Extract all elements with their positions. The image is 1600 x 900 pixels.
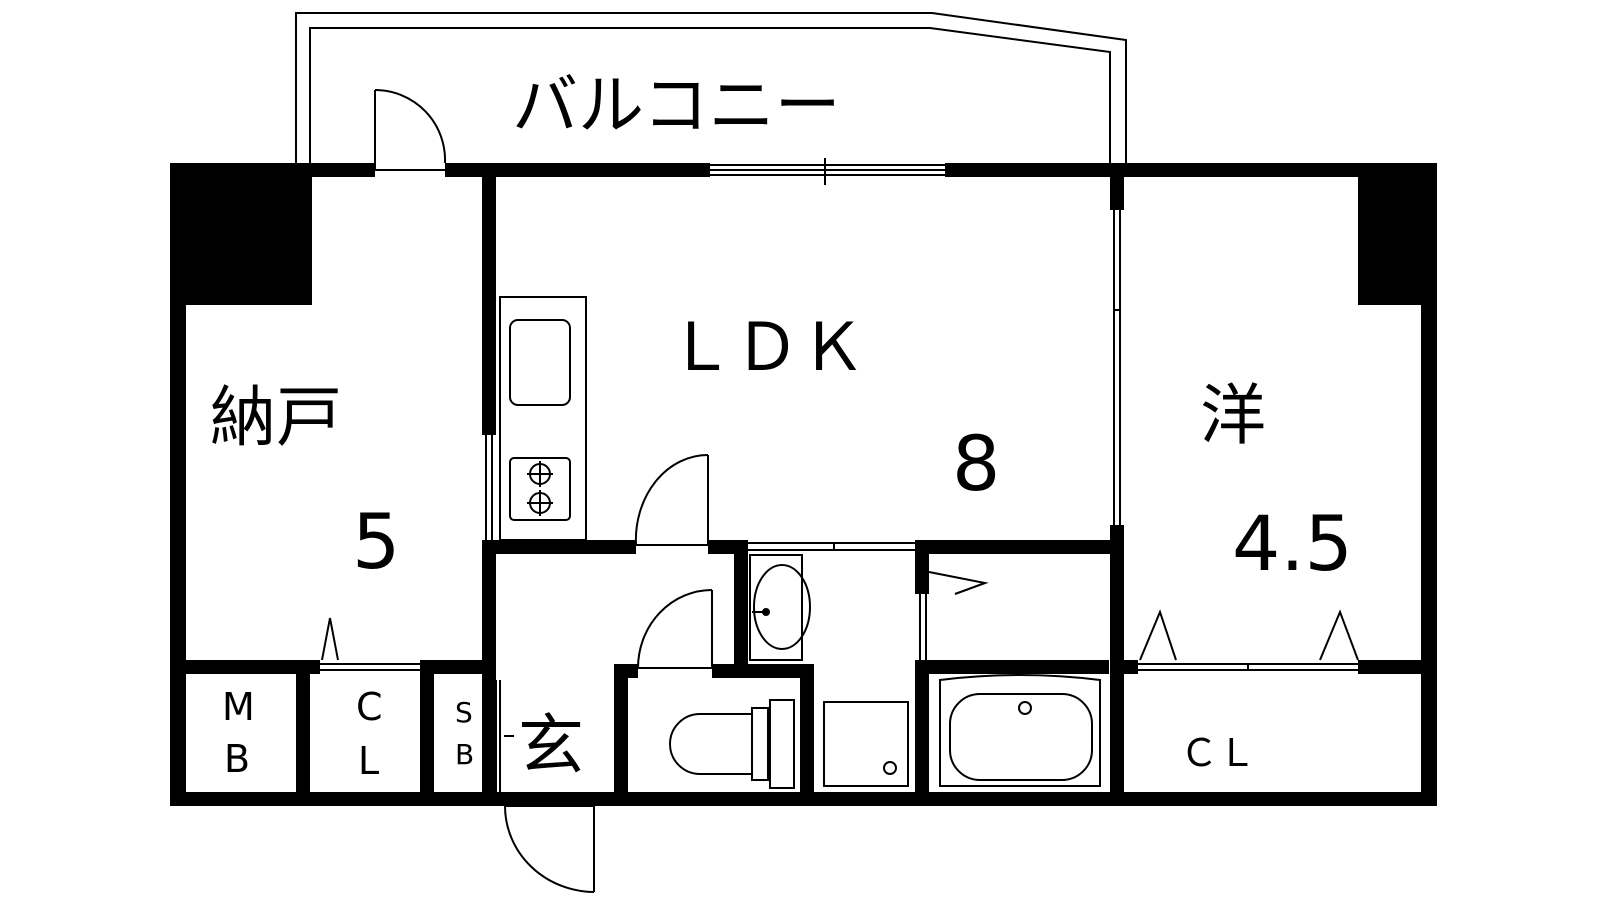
washing-machine-pan-icon [823, 701, 909, 787]
ldk-size: 8 [952, 419, 1000, 508]
entrance-label: 玄 [518, 707, 584, 784]
ldk-window [710, 158, 945, 185]
closet-right-label: ＣＬ [1180, 731, 1256, 775]
cl-label-top: C [356, 685, 383, 729]
kitchen-counter [499, 296, 587, 541]
sliding-partitions [320, 210, 1358, 671]
wash-basin-icon [749, 554, 811, 661]
stove-burner-icon [527, 461, 553, 516]
toilet-icon [669, 699, 795, 789]
western-room-label: 洋 [1200, 377, 1266, 454]
sb-label-top: S [455, 696, 473, 729]
mb-label-bottom: B [224, 737, 250, 781]
western-room-size: 4.5 [1232, 499, 1353, 588]
outer-walls [170, 163, 1437, 806]
ldk-label: ＬＤＫ [668, 309, 866, 386]
door-swings [321, 453, 1359, 893]
entrance-step [495, 680, 514, 792]
bathtub-icon [939, 674, 1101, 787]
mb-label-top: M [222, 685, 255, 729]
cl-label-bottom: L [358, 739, 379, 783]
storage-label: 納戸 [210, 379, 342, 456]
balcony-label: バルコニー [512, 67, 841, 144]
sb-label-bottom: B [455, 738, 474, 771]
balcony [295, 12, 1127, 163]
storage-size: 5 [352, 497, 400, 586]
interior-walls [170, 177, 1421, 792]
structural-columns [170, 163, 1437, 305]
balcony-door [374, 88, 447, 171]
